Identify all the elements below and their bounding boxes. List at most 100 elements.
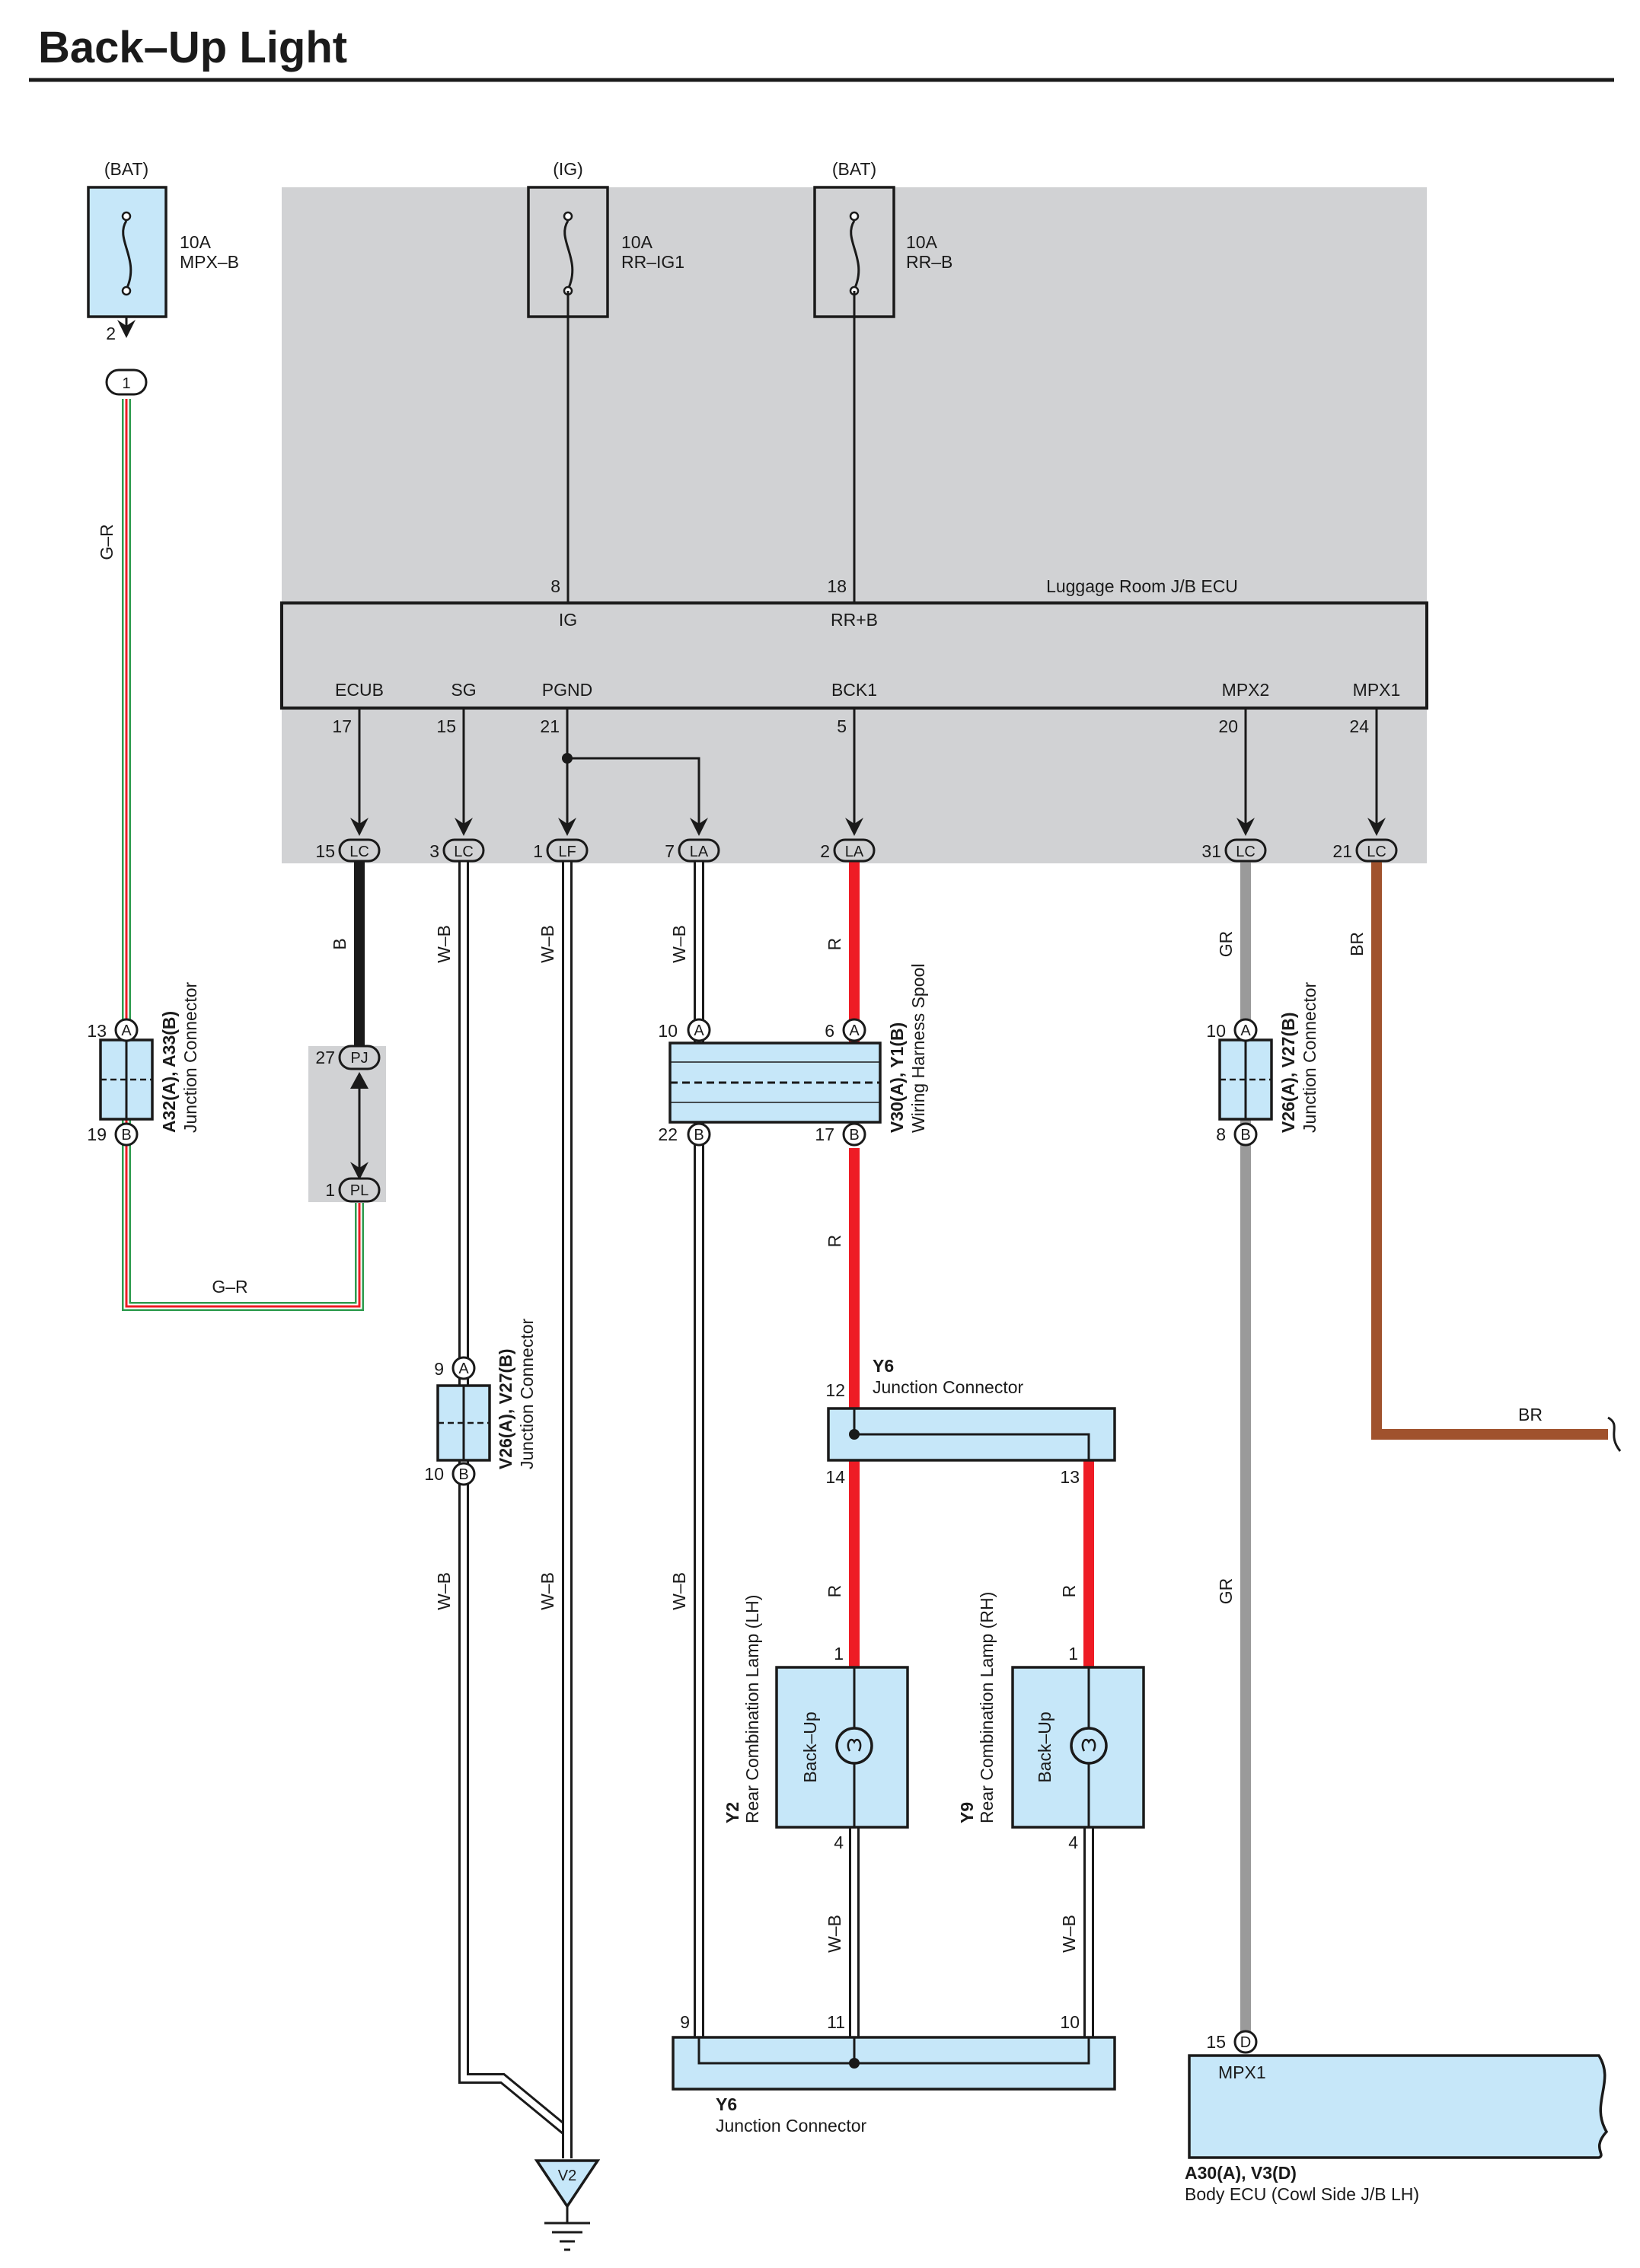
component-desc: Junction Connector <box>873 1377 1024 1397</box>
ecu-internal-wires <box>358 708 1378 830</box>
ecu-terminal: RR+B <box>831 610 878 630</box>
pin-number: 10 <box>1060 2012 1080 2032</box>
connector-pin: 31 <box>1201 841 1221 861</box>
pin-number: 1 <box>834 1644 844 1664</box>
v30-wiring-harness-spool: A A B B 10 6 22 17 V30(A), Y1(B) Wiring … <box>658 964 928 1147</box>
wire-label: R <box>1059 1585 1079 1598</box>
fuse-source: (BAT) <box>104 159 148 179</box>
connector-pin: 7 <box>665 841 675 861</box>
ecu-pin-number: 17 <box>332 716 352 736</box>
pin-letter: A <box>121 1022 132 1039</box>
wire-label: BR <box>1518 1405 1543 1424</box>
pj-pl-connectors: PJ 27 PL 1 <box>315 1045 381 1203</box>
v26-junction-connector-right: A B 10 8 V26(A), V27(B) Junction Connect… <box>1206 981 1319 1147</box>
pin-number: 15 <box>1206 2032 1226 2052</box>
lamp-label: Back–Up <box>800 1711 820 1782</box>
pin-letter: A <box>849 1022 860 1039</box>
pin-number: 11 <box>827 2012 845 2032</box>
wire-color-labels: G–R B W–B W–B W–B R GR BR G–R R BR W–B W… <box>97 524 1543 1953</box>
wire-label: W–B <box>825 1915 844 1953</box>
wire-label: GR <box>1216 931 1236 958</box>
ecu-terminal: MPX1 <box>1353 680 1401 700</box>
component-desc: Body ECU (Cowl Side J/B LH) <box>1185 2184 1419 2204</box>
wire-g-r <box>122 399 364 1311</box>
pin-number: 19 <box>87 1124 107 1144</box>
component-desc: Junction Connector <box>716 2116 867 2136</box>
pin-letter: D <box>1240 2034 1251 2051</box>
splice-dot <box>562 753 573 764</box>
wire-label: BR <box>1347 932 1367 956</box>
pin-number: 27 <box>315 1048 335 1067</box>
wire-label: B <box>330 938 349 949</box>
pin-letter: B <box>1240 1127 1250 1144</box>
pin-number: 14 <box>825 1467 845 1487</box>
wire-label: R <box>825 938 844 951</box>
wire-label: W–B <box>538 925 557 963</box>
pin-letter: B <box>121 1127 131 1144</box>
component-code: Y9 <box>957 1802 977 1823</box>
luggage-room-jb-ecu: Luggage Room J/B ECU 8 IG 18 RR+B ECUB S… <box>280 576 1428 736</box>
pin-number: 9 <box>680 2012 690 2032</box>
ecu-connector-pills: LC 15 LC 3 LF 1 LA 7 LA 2 LC 31 <box>315 838 1398 863</box>
pin-number: 22 <box>658 1124 678 1144</box>
pin-letter: B <box>694 1127 704 1144</box>
connector-code: LC <box>1367 844 1386 860</box>
component-desc: Junction Connector <box>180 981 200 1133</box>
ground-code: V2 <box>558 2168 576 2184</box>
pj-pl-zone <box>308 1046 386 1202</box>
pin-number: 10 <box>424 1464 444 1484</box>
pin-number: 12 <box>825 1380 845 1400</box>
lamp-label: Back–Up <box>1035 1711 1055 1782</box>
connector-code: LC <box>1236 844 1256 860</box>
wire-label: W–B <box>1059 1915 1079 1953</box>
fuse-source: (BAT) <box>832 159 876 179</box>
wire-br <box>1371 860 1608 1440</box>
wire-r-group <box>849 860 1094 1667</box>
ecu-pin-number: 18 <box>827 576 847 596</box>
wire-label: W–B <box>669 1572 689 1610</box>
fuse-rating: 10A <box>180 232 212 252</box>
pin-number: 1 <box>122 375 130 392</box>
connector-code: LC <box>454 844 474 860</box>
pin-number: 13 <box>1060 1467 1080 1487</box>
connector-pin: 15 <box>315 841 335 861</box>
ecu-terminal: BCK1 <box>831 680 877 700</box>
y9-rear-combination-lamp-rh: Back–Up 1 4 Y9 Rear Combination Lamp (RH… <box>957 1592 1145 1852</box>
connector-arrows <box>350 818 1386 836</box>
pin-number: 4 <box>834 1833 844 1852</box>
ecu-terminal: SG <box>451 680 476 700</box>
ecu-pin-number: 24 <box>1349 716 1369 736</box>
component-code: V26(A), V27(B) <box>1278 1013 1298 1133</box>
wire-label: GR <box>1216 1578 1236 1605</box>
fuse-source: (IG) <box>553 159 583 179</box>
ground-v2: V2 <box>534 2159 601 2251</box>
y2-rear-combination-lamp-lh: Back–Up 1 4 Y2 Rear Combination Lamp (LH… <box>723 1595 909 1852</box>
fuse-name: RR–B <box>906 252 952 272</box>
a32-junction-connector: A B 13 19 A32(A), A33(B) Junction Connec… <box>87 981 200 1147</box>
ecu-terminal: MPX2 <box>1222 680 1270 700</box>
component-desc: Rear Combination Lamp (LH) <box>742 1595 762 1823</box>
wire-label: W–B <box>669 925 689 963</box>
connector-code: LA <box>845 844 864 860</box>
pin-letter: A <box>458 1360 469 1377</box>
ecu-pin-number: 20 <box>1218 716 1238 736</box>
pin-number: 2 <box>106 324 116 343</box>
pin-letter: B <box>849 1127 859 1144</box>
component-code: V30(A), Y1(B) <box>887 1022 907 1133</box>
ecu-pin-number: 21 <box>540 716 560 736</box>
wire-label: G–R <box>212 1277 247 1297</box>
wire-label: R <box>825 1235 844 1248</box>
ecu-terminal: ECUB <box>335 680 384 700</box>
fuse-mpx-b: (BAT) 10A MPX–B <box>87 159 239 318</box>
y6-junction-connector-top: Y6 Junction Connector 12 14 13 <box>825 1356 1116 1487</box>
connector-code: PJ <box>350 1050 368 1067</box>
pin-letter: A <box>1240 1022 1251 1039</box>
component-code: Y6 <box>873 1356 894 1376</box>
y6-junction-connector-bottom: 9 11 10 Y6 Junction Connector <box>672 2012 1116 2136</box>
ecu-pin-number: 8 <box>550 576 560 596</box>
v26-junction-connector-left: A B 9 10 V26(A), V27(B) Junction Connect… <box>424 1318 537 1486</box>
connector-code: LA <box>690 844 709 860</box>
component-desc: Rear Combination Lamp (RH) <box>977 1592 997 1823</box>
